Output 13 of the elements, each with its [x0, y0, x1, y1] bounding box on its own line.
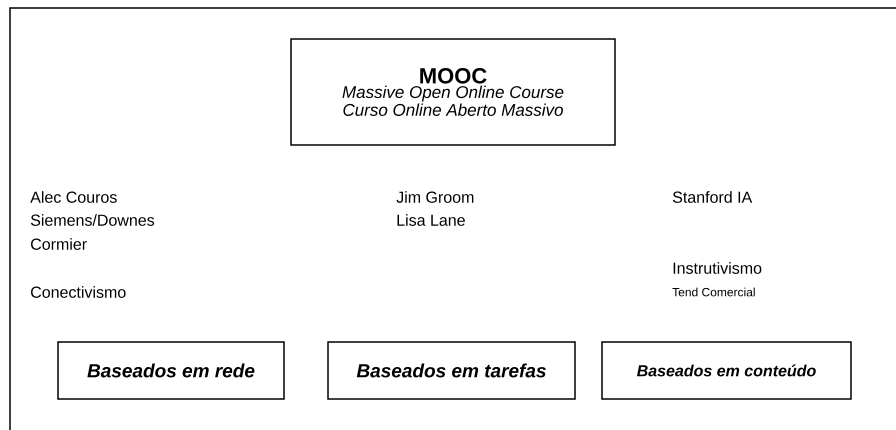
label: Lisa Lane	[398, 214, 465, 226]
text-box: Baseados em rede	[57, 341, 285, 400]
text-box: Baseados em conteúdo	[601, 341, 852, 400]
label: Tend Comercial	[672, 288, 755, 296]
text-box: MOOC Massive Open Online Course Curso Online Aberto Massivo	[290, 38, 616, 146]
label: Alec Couros	[30, 191, 117, 203]
label: Siemens/Downes	[30, 214, 154, 226]
label: Jim Groom	[396, 191, 474, 203]
label: Conectivismo	[31, 286, 126, 298]
label: Cormier	[31, 238, 87, 250]
label: Stanford IA	[672, 191, 752, 203]
label: Instrutivismo	[674, 262, 762, 274]
text-box: Baseados em tarefas	[327, 341, 576, 400]
